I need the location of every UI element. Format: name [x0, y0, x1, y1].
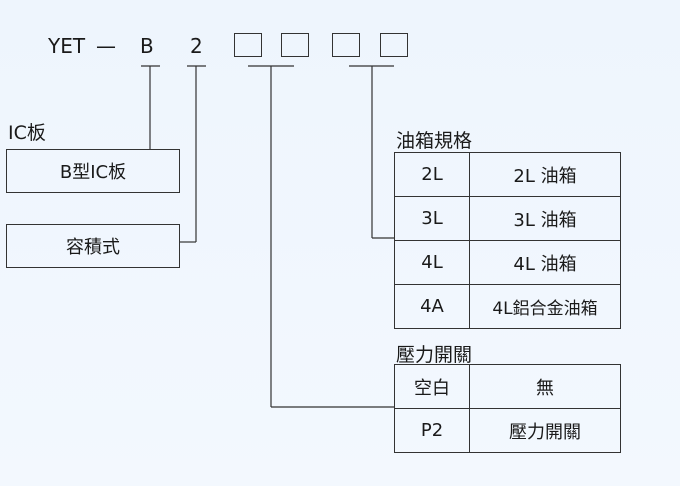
table-row: 3L 3L 油箱	[394, 196, 621, 241]
pressure-desc-cell: 無	[469, 364, 621, 409]
model-dash: —	[96, 34, 116, 58]
table-row: 4A 4L鋁合金油箱	[394, 284, 621, 329]
pressure-desc-cell: 壓力開關	[469, 408, 621, 453]
option-slot-3	[332, 33, 360, 57]
model-position-2: 2	[190, 34, 203, 58]
ic-board-box: B型IC板	[6, 149, 180, 193]
tank-desc-cell: 2L 油箱	[469, 152, 621, 197]
table-row: 空白 無	[394, 364, 621, 409]
pressure-title: 壓力開關	[396, 344, 473, 366]
option-slot-4	[380, 33, 408, 57]
tank-title: 油箱規格	[396, 130, 473, 152]
option-slot-2	[281, 33, 309, 57]
tank-code-cell: 3L	[394, 196, 470, 241]
option-slot-1	[234, 33, 262, 57]
tank-desc-cell: 3L 油箱	[469, 196, 621, 241]
table-row: 4L 4L 油箱	[394, 240, 621, 285]
tank-desc-cell: 4L 油箱	[469, 240, 621, 285]
table-row: P2 壓力開關	[394, 408, 621, 453]
tank-table: 2L 2L 油箱 3L 3L 油箱 4L 4L 油箱 4A 4L鋁合金油箱	[394, 152, 621, 329]
tank-code-cell: 4A	[394, 284, 470, 329]
pressure-code-cell: P2	[394, 408, 470, 453]
capacity-box: 容積式	[6, 224, 180, 268]
ic-board-title: IC板	[8, 122, 46, 144]
model-prefix: YET	[48, 34, 86, 58]
tank-code-cell: 4L	[394, 240, 470, 285]
tank-code-cell: 2L	[394, 152, 470, 197]
pressure-table: 空白 無 P2 壓力開關	[394, 364, 621, 453]
table-row: 2L 2L 油箱	[394, 152, 621, 197]
model-position-b: B	[140, 34, 154, 58]
tank-desc-cell: 4L鋁合金油箱	[469, 284, 621, 329]
pressure-code-cell: 空白	[394, 364, 470, 409]
